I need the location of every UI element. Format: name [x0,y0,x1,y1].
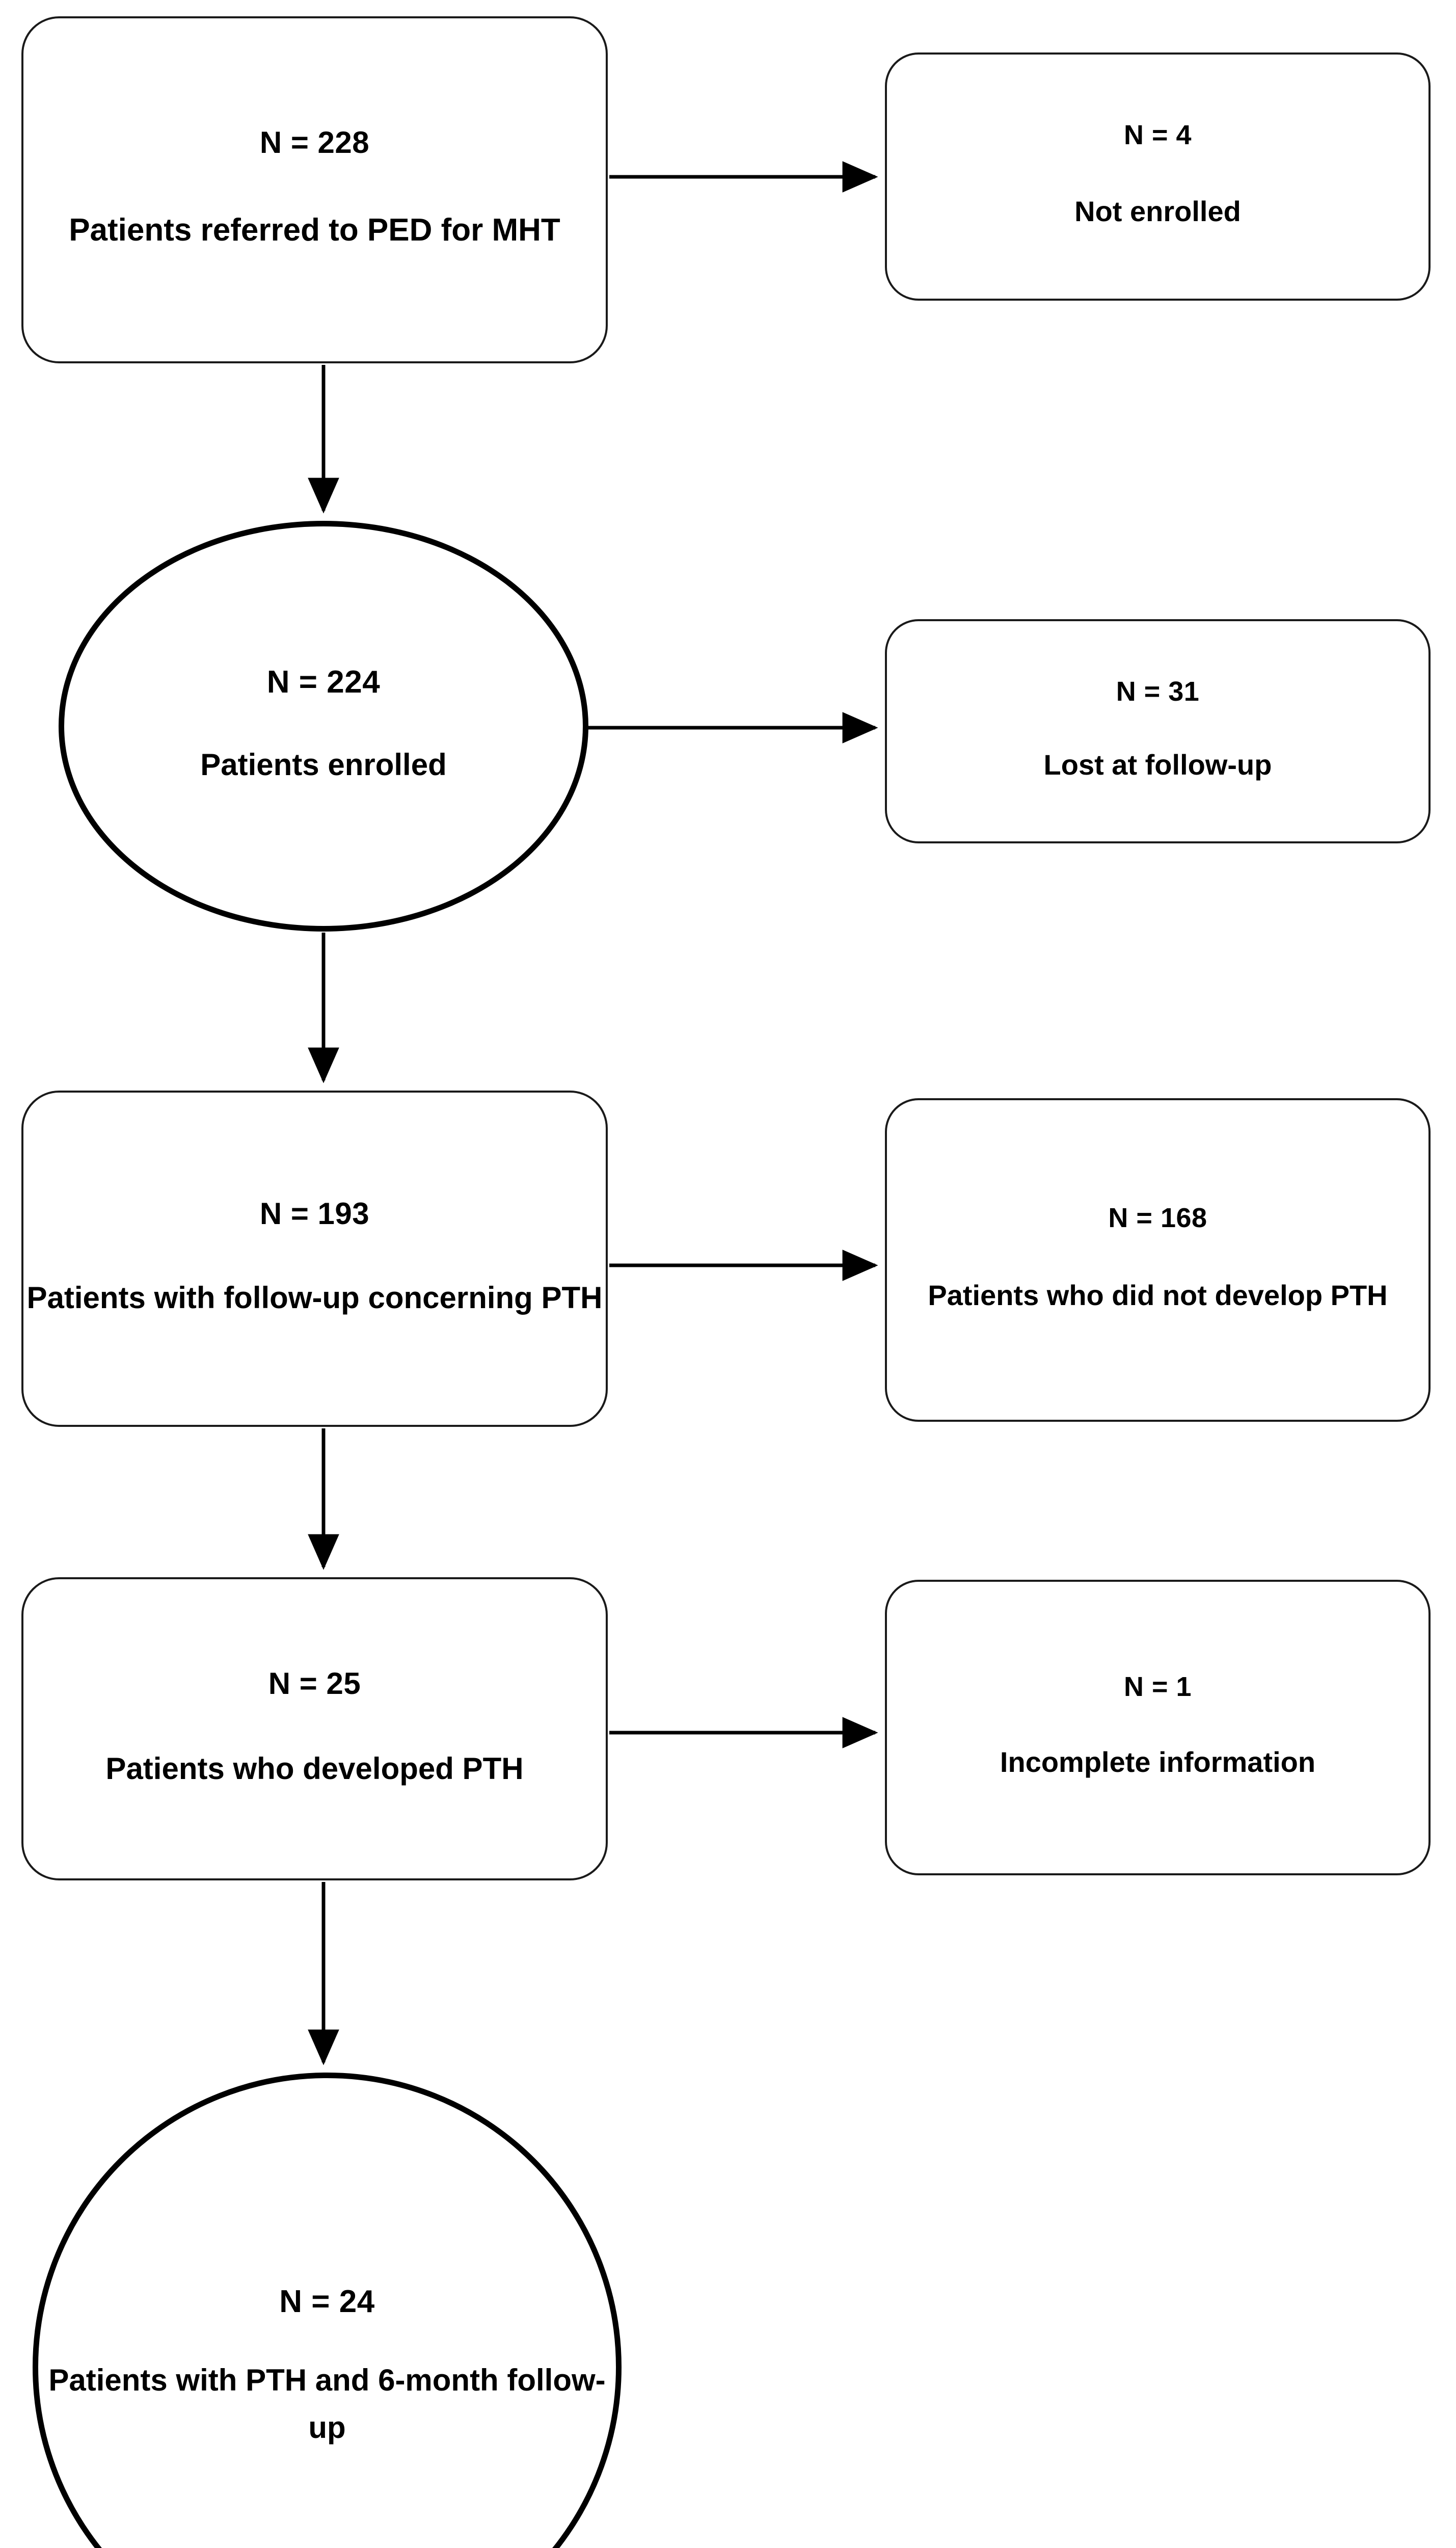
node-patients-referred[interactable]: N = 228 Patients referred to PED for MHT [21,16,608,363]
node-final-cohort[interactable]: N = 24 Patients with PTH and 6-month fol… [33,2073,622,2548]
node-count-not-enrolled: N = 4 [1123,120,1192,151]
node-count-referred: N = 228 [259,125,370,160]
node-developed-pth[interactable]: N = 25 Patients who developed PTH [21,1577,608,1880]
node-label-final-cohort: Patients with PTH and 6-month follow-up [48,2363,606,2445]
node-label-with-follow-up: Patients with follow-up concerning PTH [26,1281,603,1315]
node-patients-enrolled[interactable]: N = 224 Patients enrolled [59,521,588,932]
node-label-referred: Patients referred to PED for MHT [69,212,560,248]
node-label-lost: Lost at follow-up [1043,748,1272,781]
node-lost-at-follow-up[interactable]: N = 31 Lost at follow-up [885,619,1431,843]
node-count-developed-pth: N = 25 [268,1666,361,1701]
node-count-lost: N = 31 [1116,676,1200,707]
node-count-incomplete: N = 1 [1123,1671,1192,1702]
node-count-enrolled: N = 224 [266,665,381,700]
node-count-no-pth: N = 168 [1108,1203,1207,1234]
node-label-no-pth: Patients who did not develop PTH [928,1279,1388,1312]
node-with-follow-up[interactable]: N = 193 Patients with follow-up concerni… [21,1091,608,1427]
node-not-enrolled[interactable]: N = 4 Not enrolled [885,52,1431,301]
node-label-incomplete: Incomplete information [1000,1745,1316,1778]
node-count-final-cohort: N = 24 [279,2284,375,2319]
node-count-with-follow-up: N = 193 [259,1197,370,1231]
node-incomplete-information[interactable]: N = 1 Incomplete information [885,1580,1431,1875]
node-label-developed-pth: Patients who developed PTH [105,1751,524,1786]
node-no-pth[interactable]: N = 168 Patients who did not develop PTH [885,1098,1431,1422]
node-label-not-enrolled: Not enrolled [1074,195,1241,228]
node-label-enrolled: Patients enrolled [200,748,447,782]
